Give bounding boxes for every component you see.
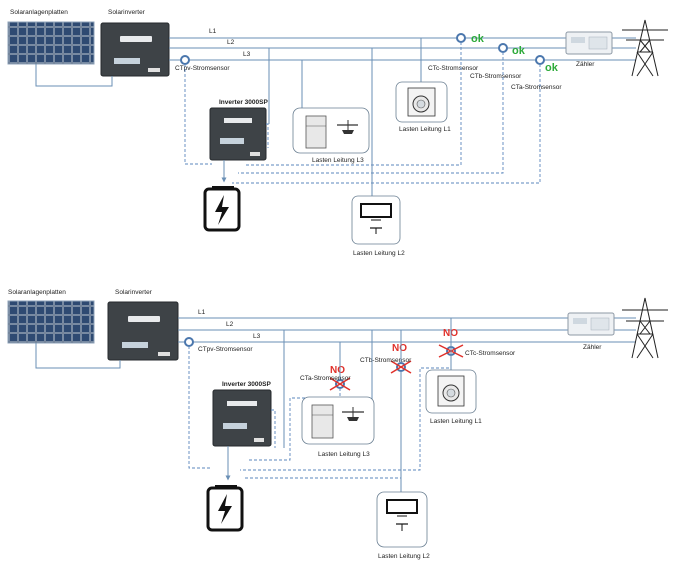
ctpv-sensor-label: CTpv-Stromsensor [175,65,230,72]
ct-wiring-dashed [184,42,541,184]
cta-sensor-icon [329,377,351,391]
load-l2-icon [376,491,428,548]
ctpv-sensor-icon [184,337,194,347]
line-l1-label: L1 [198,309,206,316]
ctb-sensor-label: CTb-Stromsensor [360,357,412,364]
solar-inverter-label: Solarinverter [115,289,153,296]
no-badge-a: NO [330,365,345,376]
inverter-3000sp-label: Inverter 3000SP [219,99,268,106]
load-l3-icon [292,107,370,154]
load-l1-icon [395,81,448,123]
ctb-sensor-icon [498,43,508,53]
line-l2-label: L2 [226,321,234,328]
solar-panel-icon [7,300,95,344]
ctb-sensor-label: CTb-Stromsensor [470,73,522,80]
ctb-sensor-icon [390,360,412,374]
battery-icon [206,485,244,532]
load-l2-label: Lasten Leitung L2 [378,553,430,560]
solar-inverter-icon [107,301,179,361]
solar-inverter-icon [100,22,170,77]
meter-label: Zähler [583,344,602,351]
line-l1-label: L1 [209,28,217,35]
power-pylon-icon [622,19,668,77]
load-l3-label: Lasten Leitung L3 [318,451,370,458]
cta-sensor-label: CTa-Stromsensor [511,84,562,91]
solar-panels-label: Solaranlagenplatten [8,289,66,296]
ok-badge-3: ok [545,62,559,74]
inverter-3000sp-label: Inverter 3000SP [222,381,271,388]
line-l3-label: L3 [253,333,261,340]
load-l3-icon [301,396,375,445]
ok-badge-2: ok [512,45,526,57]
load-l1-icon [425,369,477,414]
bottom-diagram: Solaranlagenplatten Solarinverter L1 L2 … [7,289,668,560]
power-pylon-icon [622,297,668,359]
top-diagram: Solaranlagenplatten Solarinverter L1 L2 … [7,9,668,257]
ctpv-sensor-label: CTpv-Stromsensor [198,346,253,353]
line-l3-label: L3 [243,51,251,58]
load-wires [283,318,452,492]
grid-lines [35,37,636,87]
load-l3-label: Lasten Leitung L3 [312,157,364,164]
load-wires [268,38,422,196]
solar-inverter-label: Solarinverter [108,9,146,16]
load-l1-label: Lasten Leitung L1 [399,126,451,133]
grid-lines [35,317,636,369]
meter-icon [567,312,615,336]
solar-panels-label: Solaranlagenplatten [10,9,68,16]
line-l2-label: L2 [227,39,235,46]
ok-badge-1: ok [471,33,485,45]
meter-icon [565,31,613,55]
cta-sensor-icon [535,55,545,65]
load-l2-icon [351,195,401,245]
inverter-3000sp-icon [212,389,272,447]
ctc-sensor-label: CTc-Stromsensor [465,350,516,357]
solar-panel-icon [7,21,95,65]
battery-icon [203,186,241,232]
load-l2-label: Lasten Leitung L2 [353,250,405,257]
ctc-sensor-icon [456,33,466,43]
cta-sensor-label: CTa-Stromsensor [300,375,351,382]
no-badge-b: NO [392,343,407,354]
inverter-3000sp-icon [209,107,267,161]
load-l1-label: Lasten Leitung L1 [430,418,482,425]
ctc-sensor-label: CTc-Stromsensor [428,65,479,72]
meter-label: Zähler [576,61,595,68]
ctpv-sensor-icon [180,55,190,65]
